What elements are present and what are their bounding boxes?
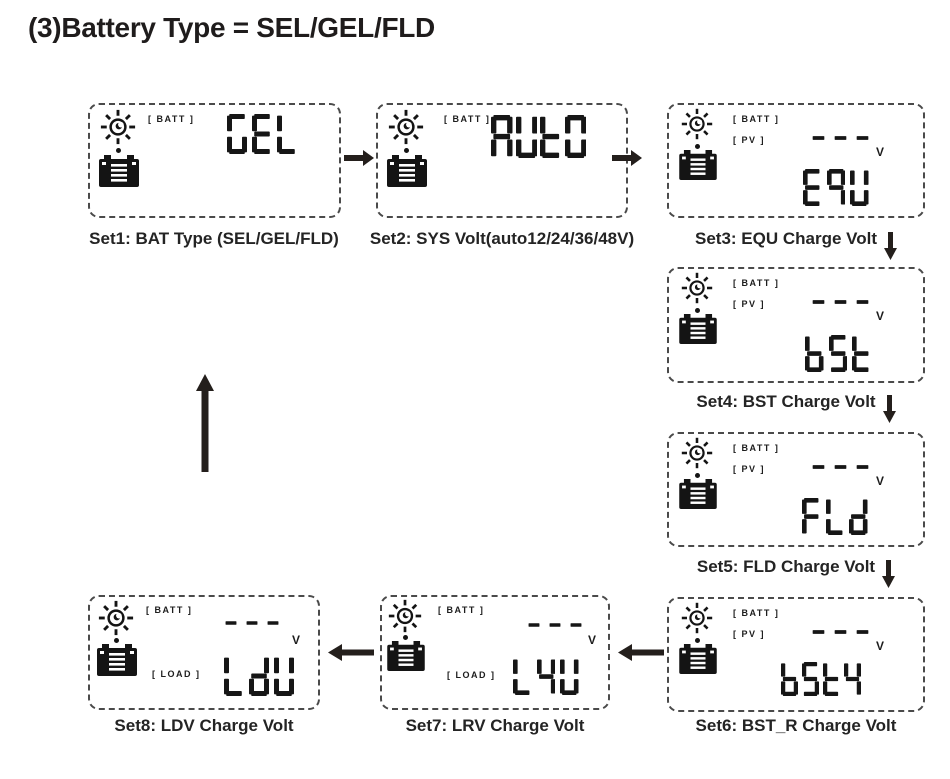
pv-indicator: [ PV ] <box>733 629 766 639</box>
caption-set6: Set6: BST_R Charge Volt <box>655 716 937 736</box>
volt-unit: V <box>876 309 885 323</box>
lcd-screen-set5: [ BATT ] [ PV ] V <box>667 432 925 547</box>
battery-icon <box>99 155 139 187</box>
caption-set5-text: Set5: FLD Charge Volt <box>696 557 876 576</box>
lcd-screen-set7: [ BATT ] V [ LOAD ] <box>380 595 610 710</box>
lcd-value <box>805 335 871 372</box>
lcd-no-value-dashes <box>811 287 870 317</box>
caption-set8: Set8: LDV Charge Volt <box>78 716 330 736</box>
lcd-screen-set2: [ BATT ] <box>376 103 628 218</box>
arrow-set2-to-set3-icon <box>612 150 642 166</box>
dot-icon <box>403 635 408 640</box>
batt-indicator: [ BATT ] <box>146 605 193 615</box>
volt-unit: V <box>588 633 597 647</box>
lcd-value <box>227 114 297 154</box>
lcd-value <box>781 662 861 696</box>
volt-unit: V <box>292 633 301 647</box>
volt-unit: V <box>876 145 885 159</box>
lcd-no-value-dashes <box>527 611 583 639</box>
lcd-no-value-dashes <box>811 123 870 153</box>
volt-unit: V <box>876 639 885 653</box>
arrow-set3-to-set4-icon <box>884 232 897 260</box>
caption-set3: Set3: EQU Charge Volt <box>667 229 925 260</box>
battery-icon <box>387 155 427 187</box>
dot-icon <box>404 148 409 153</box>
batt-indicator: [ BATT ] <box>148 114 195 124</box>
lcd-screen-set6: [ BATT ] [ PV ] V <box>667 597 925 712</box>
caption-set1-text: Set1: BAT Type (SEL/GEL/FLD) <box>89 229 339 248</box>
lcd-no-value-dashes <box>811 617 870 647</box>
arrow-set7-to-set8-icon <box>328 644 374 661</box>
dot-icon <box>116 148 121 153</box>
lcd-screen-set8: [ BATT ] V [ LOAD ] <box>88 595 320 710</box>
caption-set2: Set2: SYS Volt(auto12/24/36/48V) <box>348 229 656 249</box>
arrow-loop-back-to-set1-icon <box>195 374 215 472</box>
batt-indicator: [ BATT ] <box>733 608 780 618</box>
battery-icon <box>679 314 717 344</box>
sun-icon <box>98 600 134 636</box>
caption-set2-text: Set2: SYS Volt(auto12/24/36/48V) <box>369 229 635 248</box>
lcd-screen-set1: [ BATT ] <box>88 103 341 218</box>
sun-icon <box>681 108 713 140</box>
arrow-set5-to-set6-icon <box>882 560 895 588</box>
caption-set1: Set1: BAT Type (SEL/GEL/FLD) <box>58 229 370 249</box>
sun-icon <box>681 272 713 304</box>
caption-set6-text: Set6: BST_R Charge Volt <box>695 716 897 735</box>
dot-icon <box>695 308 700 313</box>
pv-indicator: [ PV ] <box>733 464 766 474</box>
batt-indicator: [ BATT ] <box>444 114 491 124</box>
battery-icon <box>679 644 717 674</box>
lcd-no-value-dashes <box>224 609 280 637</box>
caption-set3-text: Set3: EQU Charge Volt <box>695 229 877 248</box>
caption-set4-text: Set4: BST Charge Volt <box>696 392 876 411</box>
arrow-set6-to-set7-icon <box>618 644 664 661</box>
lcd-value <box>491 115 586 158</box>
dot-icon <box>114 638 119 643</box>
dot-icon <box>695 638 700 643</box>
batt-indicator: [ BATT ] <box>438 605 485 615</box>
lcd-value <box>803 169 869 206</box>
lcd-value <box>513 658 579 695</box>
sun-icon <box>388 109 424 145</box>
dot-icon <box>695 144 700 149</box>
page-title: (3)Battery Type = SEL/GEL/FLD <box>28 12 435 43</box>
battery-icon <box>679 150 717 180</box>
load-indicator: [ LOAD ] <box>152 669 201 679</box>
arrow-set1-to-set2-icon <box>344 150 374 166</box>
caption-set7-text: Set7: LRV Charge Volt <box>405 716 585 735</box>
lcd-value <box>802 498 868 535</box>
battery-icon <box>679 479 717 509</box>
lcd-no-value-dashes <box>811 452 870 482</box>
sun-icon <box>681 602 713 634</box>
lcd-screen-set3: [ BATT ] [ PV ] V <box>667 103 925 218</box>
battery-icon <box>387 641 425 671</box>
sun-icon <box>388 599 422 633</box>
caption-set7: Set7: LRV Charge Volt <box>368 716 622 736</box>
batt-indicator: [ BATT ] <box>733 278 780 288</box>
caption-set8-text: Set8: LDV Charge Volt <box>114 716 294 735</box>
batt-indicator: [ BATT ] <box>733 443 780 453</box>
lcd-value <box>224 656 294 696</box>
battery-icon <box>97 644 137 676</box>
lcd-screen-set4: [ BATT ] [ PV ] V <box>667 267 925 383</box>
arrow-set4-to-set5-icon <box>883 395 896 423</box>
pv-indicator: [ PV ] <box>733 135 766 145</box>
dot-icon <box>695 473 700 478</box>
batt-indicator: [ BATT ] <box>733 114 780 124</box>
caption-set4: Set4: BST Charge Volt <box>667 392 925 423</box>
pv-indicator: [ PV ] <box>733 299 766 309</box>
caption-set5: Set5: FLD Charge Volt <box>667 557 925 588</box>
volt-unit: V <box>876 474 885 488</box>
sun-icon <box>681 437 713 469</box>
load-indicator: [ LOAD ] <box>447 670 496 680</box>
sun-icon <box>100 109 136 145</box>
